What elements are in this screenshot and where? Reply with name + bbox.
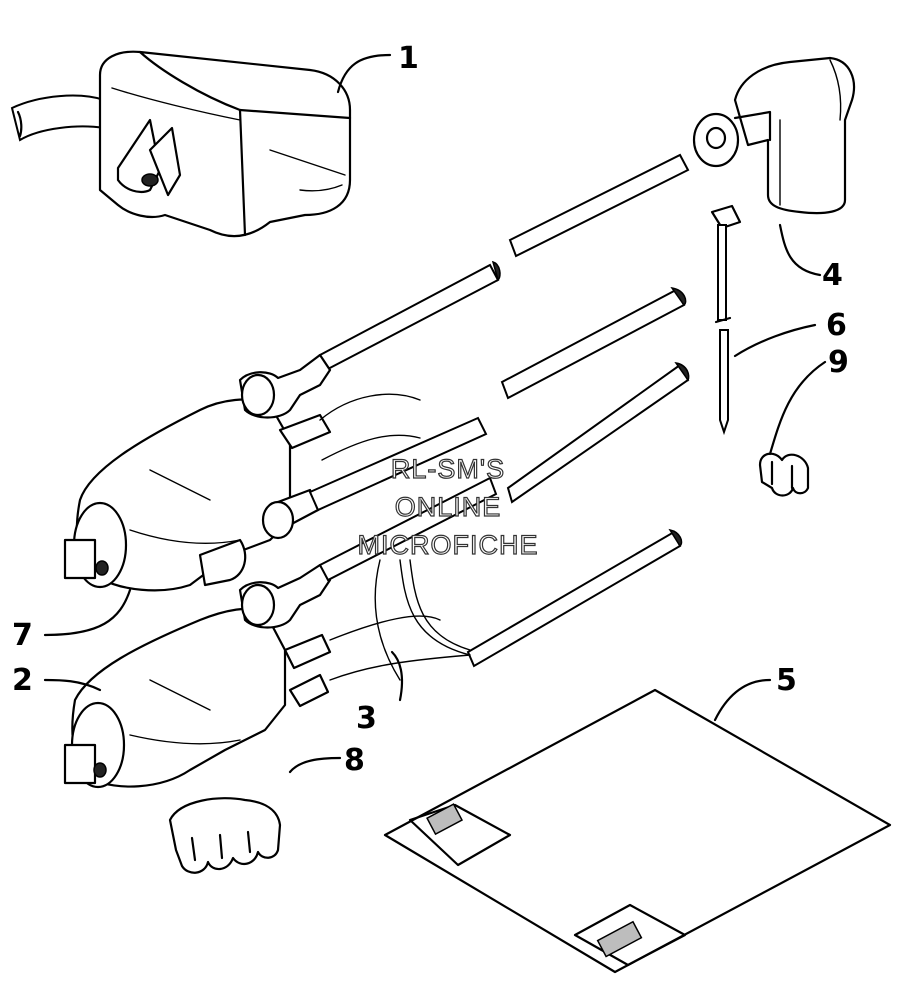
- part-7-ignition-coil: [63, 353, 488, 592]
- part-3-lead-wire: [374, 559, 471, 681]
- part-5-decal-sheet: [383, 688, 892, 974]
- callouts: 1 2 3 4 5 6 7 8 9: [12, 41, 849, 778]
- callout-7: 7: [12, 618, 33, 653]
- part-2-ignition-coil: [63, 476, 498, 789]
- callout-1: 1: [398, 41, 419, 76]
- callout-9: 9: [828, 345, 849, 380]
- watermark-line-2: ONLINE: [395, 492, 502, 522]
- watermark: RL-SM'S ONLINE MICROFICHE: [357, 453, 539, 560]
- part-9-clip: [758, 452, 810, 497]
- callout-2: 2: [12, 663, 33, 698]
- part-6-cable-tie: [710, 204, 742, 436]
- callout-6: 6: [826, 308, 847, 343]
- watermark-line-1: RL-SM'S: [391, 454, 505, 484]
- part-1-cover: [10, 50, 352, 238]
- part-8-triple-clip: [168, 797, 282, 874]
- callout-3: 3: [356, 701, 377, 736]
- wire-segments-upper: [318, 153, 690, 668]
- leader-lines: [43, 53, 827, 774]
- callout-8: 8: [344, 743, 365, 778]
- callout-4: 4: [822, 258, 843, 293]
- part-4-plug-cap: [692, 56, 856, 215]
- callout-5: 5: [776, 663, 797, 698]
- watermark-line-3: MICROFICHE: [358, 530, 539, 560]
